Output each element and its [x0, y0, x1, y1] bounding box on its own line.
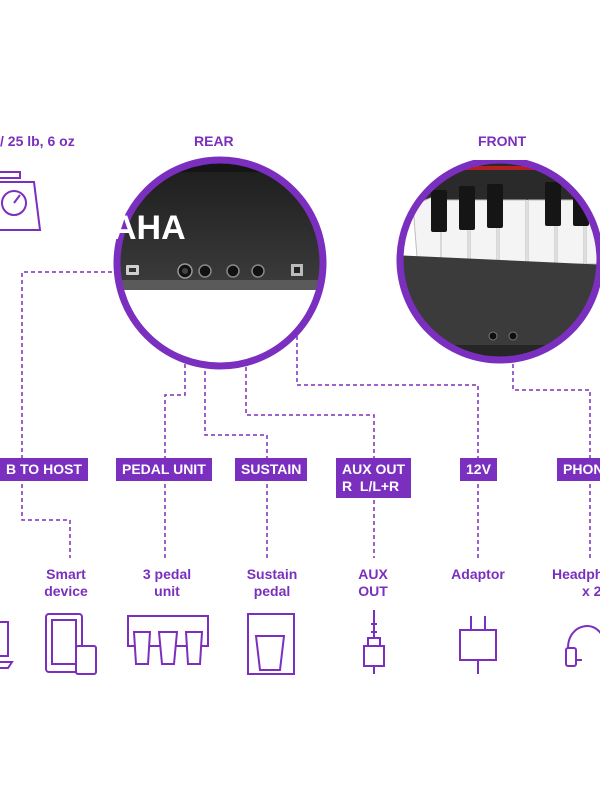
weight-label: / 25 lb, 6 oz — [0, 133, 75, 149]
dc-12v-label: 12V — [466, 461, 491, 477]
front-panel-magnifier — [396, 160, 600, 364]
adaptor-label: Adaptor — [451, 566, 505, 582]
aux-out-channels: R L/L+R — [342, 478, 400, 494]
sustain-badge: SUSTAIN — [235, 458, 308, 481]
scale-icon — [0, 171, 42, 231]
usb-connector-line — [21, 271, 133, 458]
headphones-label: Headph x 2 — [552, 566, 600, 599]
rear-panel-magnifier: AHA — [112, 156, 327, 370]
phones-badge: PHONE — [557, 458, 600, 481]
aux-connector-line — [245, 290, 375, 458]
phones-connector-line — [512, 350, 591, 458]
rear-header: REAR — [194, 133, 234, 149]
front-header: FRONT — [478, 133, 527, 149]
usb-to-host-badge: B TO HOST — [0, 458, 88, 481]
headphones-icon — [565, 625, 600, 667]
three-pedal-label: 3 pedal unit — [142, 566, 192, 599]
smart-device-connector-line — [21, 484, 71, 558]
aux-out-badge: AUX OUT R L/L+R — [336, 458, 411, 498]
tablet-phone-icon — [45, 613, 97, 675]
three-pedal-icon — [127, 615, 209, 665]
sustain-label: SUSTAIN — [241, 461, 302, 477]
sustain-pedal-icon — [247, 613, 295, 675]
aux-out-label: AUX OUT — [342, 461, 405, 477]
phones-label: PHONE — [563, 461, 600, 477]
usb-to-host-label: B TO HOST — [6, 461, 82, 477]
aux-out-device-label: AUX OUT — [358, 566, 388, 599]
dc-12v-badge: 12V — [460, 458, 497, 481]
smart-device-label: Smart device — [44, 566, 88, 599]
pedal-unit-label: PEDAL UNIT — [122, 461, 206, 477]
laptop-icon — [0, 621, 14, 669]
brand-logo: AHA — [112, 209, 186, 247]
sustain-pedal-label: Sustain pedal — [246, 566, 298, 599]
power-adaptor-icon — [459, 616, 497, 674]
pedal-unit-badge: PEDAL UNIT — [116, 458, 212, 481]
audio-plug-icon — [363, 610, 385, 674]
